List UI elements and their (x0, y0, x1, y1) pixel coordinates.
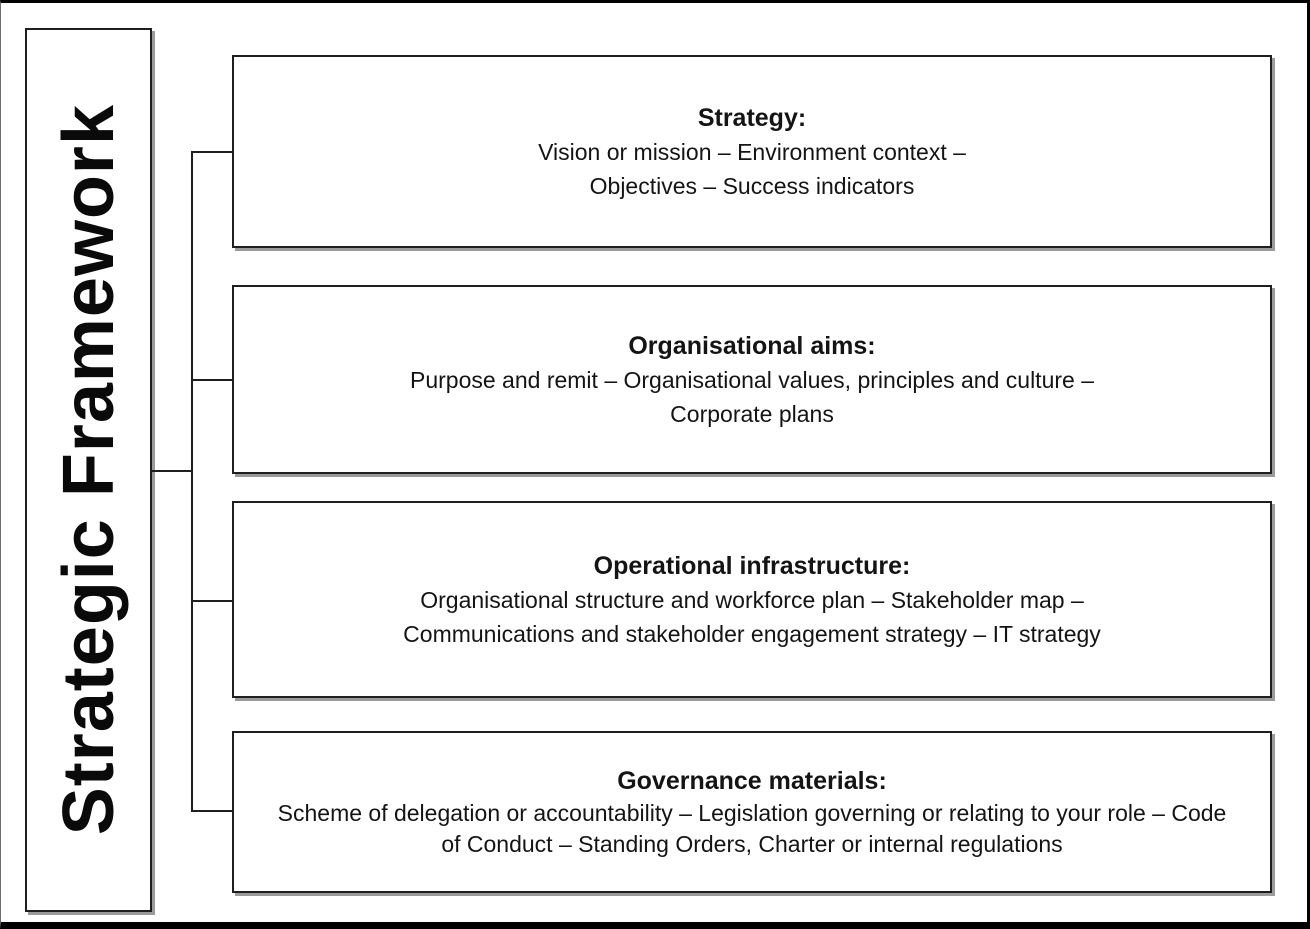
operational-infrastructure-heading: Operational infrastructure: (593, 551, 911, 580)
governance-materials-heading: Governance materials: (617, 767, 887, 795)
operational-infrastructure-box: Operational infrastructure: Organisation… (232, 501, 1272, 698)
operational-infrastructure-line-1: Organisational structure and workforce p… (420, 586, 1084, 613)
operational-infrastructure-line-2: Communications and stakeholder engagemen… (403, 620, 1101, 647)
organisational-aims-line-2: Corporate plans (670, 400, 834, 427)
strategy-line-2: Objectives – Success indicators (589, 172, 915, 199)
governance-materials-line-1: Scheme of delegation or accountability –… (277, 800, 1227, 826)
organisational-aims-line-1: Purpose and remit – Organisational value… (410, 366, 1094, 393)
framework-title-box: Strategic Framework (25, 28, 152, 912)
organisational-aims-box: Organisational aims: Purpose and remit –… (232, 285, 1272, 474)
organisational-aims-heading: Organisational aims: (628, 331, 876, 360)
strategy-line-1: Vision or mission – Environment context … (538, 138, 966, 165)
strategy-box: Strategy: Vision or mission – Environmen… (232, 55, 1272, 248)
governance-materials-line-2: of Conduct – Standing Orders, Charter or… (441, 831, 1063, 857)
framework-title: Strategic Framework (48, 104, 129, 836)
governance-materials-box: Governance materials: Scheme of delegati… (232, 731, 1272, 893)
strategy-heading: Strategy: (697, 103, 807, 132)
